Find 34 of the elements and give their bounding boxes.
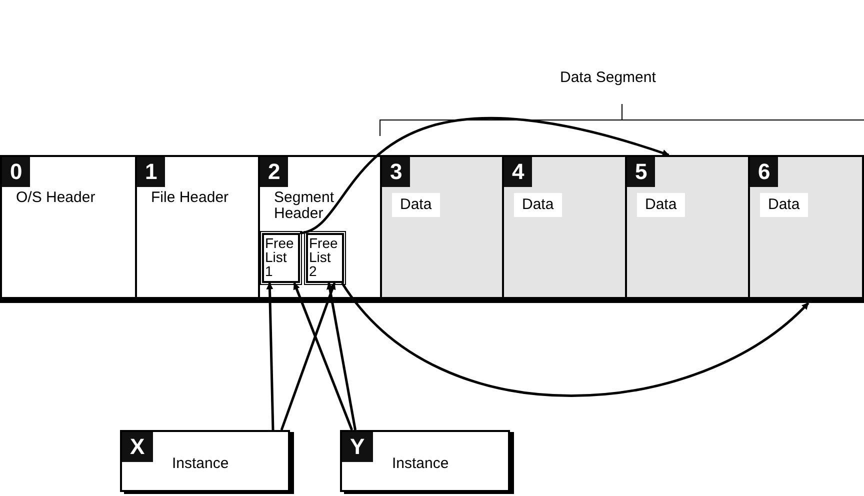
block-number-badge: 0: [2, 157, 30, 187]
block-label: Data: [392, 193, 440, 217]
block-number-badge: 1: [137, 157, 166, 187]
arrow: [326, 282, 357, 430]
instance-letter-badge: Y: [342, 432, 373, 462]
block-label: Segment Header: [274, 190, 336, 222]
free-list-box: Free List 2: [306, 233, 344, 283]
segment-label: Data Segment: [560, 70, 656, 86]
arrow: [280, 282, 336, 430]
instance-label: Instance: [172, 456, 229, 472]
block-number-badge: 4: [504, 157, 532, 187]
data-block: [625, 155, 750, 303]
block-label: File Header: [151, 190, 230, 206]
block-number-badge: 3: [382, 157, 410, 187]
arrow: [341, 282, 810, 397]
instance-label: Instance: [392, 456, 449, 472]
block-number-badge: 2: [260, 157, 288, 187]
arrow: [300, 117, 670, 234]
block-label: Data: [514, 193, 562, 217]
data-block: [748, 155, 864, 303]
arrow: [266, 282, 274, 430]
header-block: [135, 155, 260, 303]
instance-letter-badge: X: [122, 432, 153, 462]
data-block: [502, 155, 627, 303]
block-label: Data: [637, 193, 685, 217]
block-label: O/S Header: [16, 190, 96, 206]
free-list-box: Free List 1: [262, 233, 300, 283]
header-block: [258, 155, 382, 303]
block-number-badge: 6: [750, 157, 778, 187]
data-block: [380, 155, 504, 303]
header-block: [0, 155, 137, 303]
block-number-badge: 5: [627, 157, 656, 187]
arrow: [293, 282, 354, 430]
block-label: Data: [760, 193, 808, 217]
